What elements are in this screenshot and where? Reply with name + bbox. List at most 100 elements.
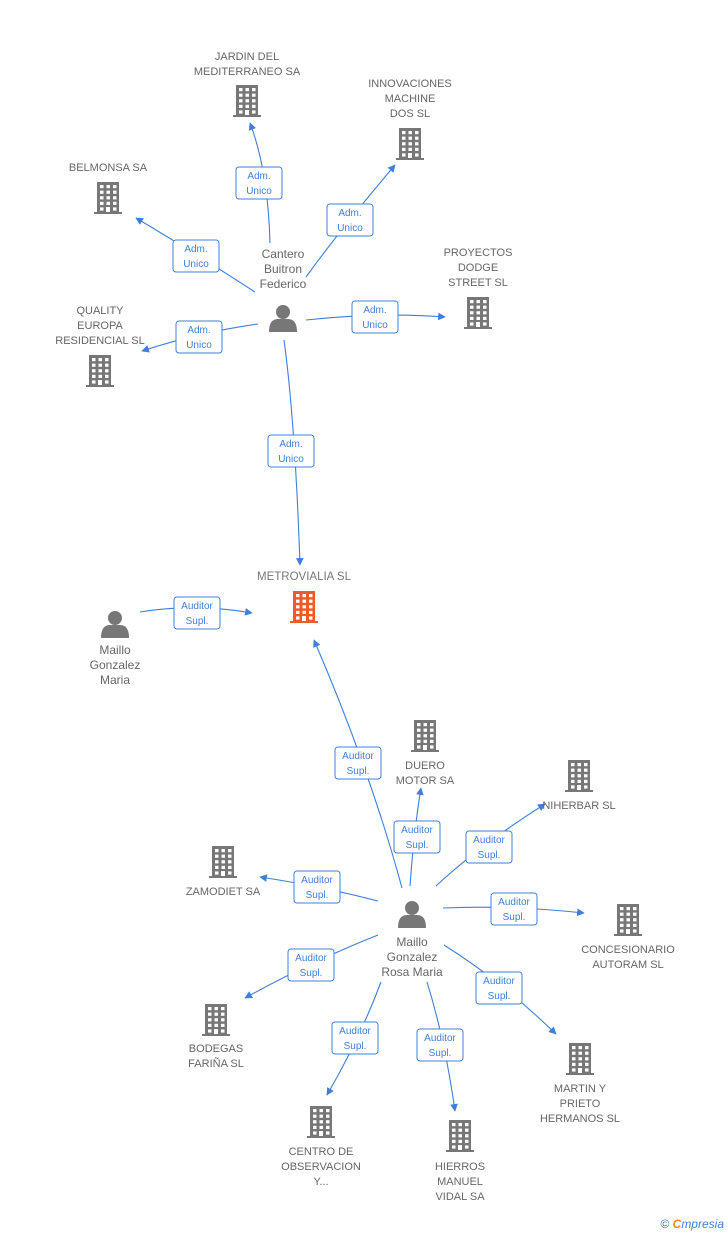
role-label-text: Auditor [339,1026,371,1037]
node-martin[interactable]: MARTIN Y PRIETO HERMANOS SL [540,1043,620,1125]
role-label-box[interactable] [293,870,341,904]
node-label: Cantero [262,247,305,261]
role-label-box[interactable] [326,203,374,237]
role-label-text: Auditor [401,825,433,836]
role-label-text: Adm. [187,325,210,336]
role-label-box[interactable] [267,434,315,468]
node-label: Federico [260,277,307,291]
role-label-text: Auditor [483,976,515,987]
role-label-text: Unico [246,186,272,197]
node-label: PROYECTOS [444,247,513,259]
node-label: Maria [100,673,130,687]
node-label: VIDAL SA [435,1191,485,1203]
node-centro[interactable]: CENTRO DE OBSERVACION Y... [281,1106,361,1188]
node-label: MARTIN Y [554,1083,607,1095]
node-label: Gonzalez [387,950,438,964]
node-label: Y... [313,1176,328,1188]
role-label-text: Unico [183,259,209,270]
role-label-box[interactable] [172,239,220,273]
copyright-symbol: © [660,1217,670,1231]
role-label-text: Supl. [186,616,209,627]
node-zamodiet[interactable]: ZAMODIET SA [186,846,261,898]
node-label: ZAMODIET SA [186,886,261,898]
role-label-text: Auditor [473,835,505,846]
role-label-text: Auditor [181,601,213,612]
role-label-text: Supl. [478,850,501,861]
node-label: STREET SL [448,277,508,289]
node-bodegas[interactable]: BODEGAS FARIÑA SL [188,1004,244,1070]
node-label: BODEGAS [189,1043,243,1055]
person-icon [398,901,426,928]
role-label-box[interactable] [175,320,223,354]
role-label-box[interactable] [331,1021,379,1055]
role-label-box[interactable] [173,596,221,630]
node-label: JARDIN DEL [215,51,279,63]
role-label-text: Auditor [295,953,327,964]
building-icon [209,846,237,878]
node-label: MOTOR SA [396,775,455,787]
role-label-box[interactable] [351,300,399,334]
role-label-text: Unico [186,340,212,351]
role-label-box[interactable] [235,166,283,200]
role-label-box[interactable] [490,892,538,926]
role-label-text: Adm. [363,305,386,316]
node-label: MACHINE [385,93,436,105]
node-label: PRIETO [560,1098,601,1110]
brand-footer[interactable]: © Cmpresia [660,1217,724,1231]
role-label-text: Adm. [184,244,207,255]
building-icon [290,591,318,623]
edge-cantero-to-belmonsa: Adm. Unico [135,217,256,293]
building-icon [396,128,424,160]
node-label: HERMANOS SL [540,1113,620,1125]
node-label: CONCESIONARIO [581,944,675,956]
building-icon [307,1106,335,1138]
node-label: DOS SL [390,108,430,120]
node-proyectos[interactable]: PROYECTOS DODGE STREET SL [444,247,513,329]
edge-cantero-to-quality: Adm. Unico [141,320,259,354]
building-icon [233,85,261,117]
node-niherbar[interactable]: NIHERBAR SL [542,760,616,812]
node-label: CENTRO DE [289,1146,354,1158]
role-label-box[interactable] [416,1028,464,1062]
role-label-box[interactable] [334,746,382,780]
role-label-text: Unico [362,320,388,331]
node-label: NIHERBAR SL [542,800,615,812]
node-concesionario[interactable]: CONCESIONARIO AUTORAM SL [581,904,675,971]
role-label-text: Supl. [406,840,429,851]
node-label: DODGE [458,262,498,274]
role-label-box[interactable] [465,830,513,864]
role-label-box[interactable] [393,820,441,854]
node-label: Maillo [99,643,131,657]
building-icon [202,1004,230,1036]
role-label-box[interactable] [475,971,523,1005]
role-label-box[interactable] [287,948,335,982]
node-metro[interactable]: METROVIALIA SL [257,571,352,623]
node-label: AUTORAM SL [592,959,663,971]
node-label: METROVIALIA SL [257,571,352,583]
building-icon [411,720,439,752]
node-label: HIERROS [435,1161,485,1173]
node-label: RESIDENCIAL SL [55,335,144,347]
node-belmonsa[interactable]: BELMONSA SA [69,162,148,214]
building-icon [94,182,122,214]
role-label-text: Adm. [338,208,361,219]
role-label-text: Auditor [498,897,530,908]
node-label: FARIÑA SL [188,1057,244,1070]
node-label: OBSERVACION [281,1161,361,1173]
building-icon [464,297,492,329]
role-label-text: Unico [278,454,304,465]
